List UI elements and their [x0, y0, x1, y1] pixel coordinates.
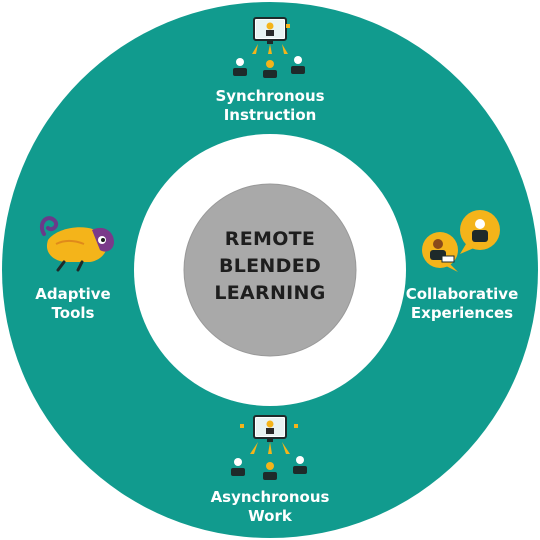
collaborative-label-line2: Experiences	[410, 304, 514, 322]
synchronous-label-line2: Instruction	[223, 106, 317, 124]
center-title-line3: LEARNING	[214, 282, 326, 304]
asynchronous-label-line1: Asynchronous	[210, 488, 330, 506]
asynchronous-label-line2: Work	[248, 507, 292, 525]
teacher-screen-students-icon	[233, 17, 305, 78]
adaptive-tools-label: Adaptive Tools	[18, 285, 128, 323]
asynchronous-work-label: Asynchronous Work	[200, 488, 340, 526]
collaborative-experiences-label: Collaborative Experiences	[398, 285, 526, 323]
core-circle	[183, 183, 357, 357]
center-title-line2: BLENDED	[218, 255, 322, 277]
adaptive-label-line1: Adaptive	[35, 285, 111, 303]
chat-bubbles-students-icon	[422, 210, 500, 272]
collaborative-label-line1: Collaborative	[405, 285, 519, 303]
center-title-line1: REMOTE	[224, 228, 316, 250]
chameleon-icon	[39, 216, 114, 272]
synchronous-label-line1: Synchronous	[215, 87, 325, 105]
center-title: REMOTE BLENDED LEARNING	[190, 226, 350, 307]
teacher-screen-students-icon	[231, 415, 307, 480]
adaptive-label-line2: Tools	[51, 304, 95, 322]
synchronous-instruction-label: Synchronous Instruction	[200, 87, 340, 125]
